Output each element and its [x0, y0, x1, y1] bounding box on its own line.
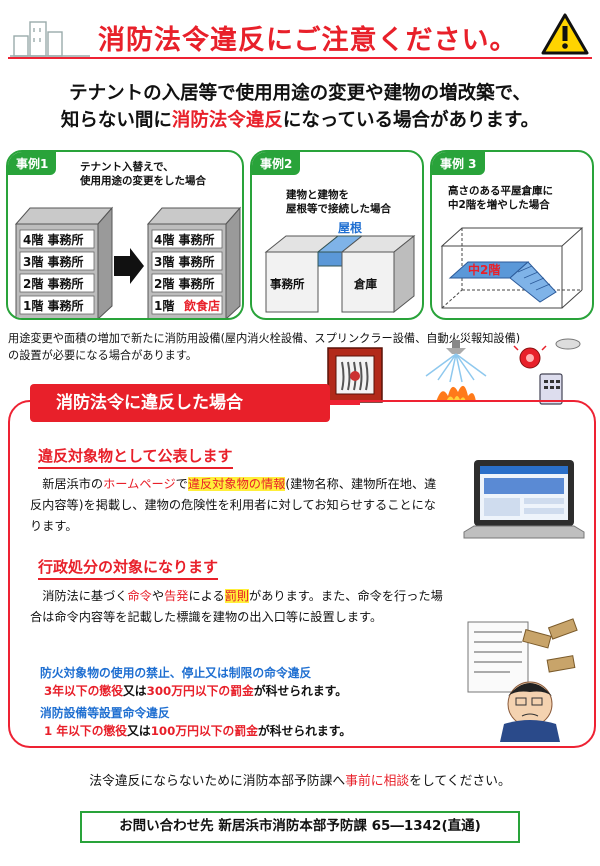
order-1-fine: 300万円以下の罰金	[146, 684, 254, 698]
publication-heading: 違反対象物として公表します	[38, 445, 233, 469]
fire-hydrant-cabinet-icon	[327, 347, 383, 403]
laptop-icon	[463, 460, 585, 539]
after-floor-1-restaurant: 飲食店	[183, 298, 220, 313]
order-1-or: 又は	[123, 684, 147, 698]
before-floor-4: 4階 事務所	[23, 232, 84, 247]
case-1-description: テナント入替えで、 使用用途の変更をした場合	[80, 160, 206, 188]
admin-text: や	[151, 589, 165, 603]
case-3-desc-line-2: 中2階を増やした場合	[448, 199, 550, 211]
case-1-desc-line-2: 使用用途の変更をした場合	[80, 175, 206, 187]
publication-paragraph: 新居浜市のホームページで違反対象物の情報(建物名称、建物所在地、違反内容等)を掲…	[30, 474, 448, 537]
order-2-suffix: が科せられます。	[257, 724, 352, 738]
note-line-1: 用途変更や面積の増加で新たに消防用設備(屋内消火栓設備、スプリンクラー設備、自動…	[8, 332, 521, 345]
roof-label: 屋根	[338, 220, 362, 235]
fire-alarm-icon	[513, 338, 581, 405]
case-2-tag: 事例2	[252, 152, 301, 175]
equipment-note: 用途変更や面積の増加で新たに消防用設備(屋内消火栓設備、スプリンクラー設備、自動…	[8, 330, 598, 364]
violation-info-highlight: 違反対象物の情報	[187, 477, 286, 491]
case-2-desc-line-2: 屋根等で接続した場合	[286, 203, 391, 215]
before-floor-3: 3階 事務所	[23, 254, 84, 269]
case-3-desc-line-1: 高さのある平屋倉庫に	[448, 185, 553, 197]
case-2-card: 事例2 建物と建物を 屋根等で接続した場合 屋根 事務所 倉庫	[250, 150, 424, 320]
case-2-illustration: 屋根 事務所 倉庫	[264, 220, 416, 314]
subtitle-line-2: 知らない間に消防法令違反になっている場合があります。	[0, 107, 600, 134]
order-violation-1: 防火対象物の使用の禁止、停止又は制限の命令違反 3年以下の懲役又は300万円以下…	[40, 664, 347, 700]
subtitle-text: になっている場合があります。	[282, 110, 540, 131]
case-1-illustration: 4階 事務所 3階 事務所 2階 事務所 1階 事務所 4階 事務所 3階 事務…	[14, 206, 242, 318]
case-3-illustration: 中2階	[440, 227, 584, 309]
note-line-2: の設置が必要になる場合があります。	[8, 349, 198, 362]
order-text: 命令	[127, 589, 152, 603]
page-header: 消防法令違反にご注意ください。	[0, 0, 600, 70]
accusation-text: 告発	[164, 589, 189, 603]
before-floor-2: 2階 事務所	[23, 276, 84, 291]
header-underline	[8, 57, 592, 59]
case-1-tag: 事例1	[8, 152, 57, 175]
publication-text: (建物名称、建物所在地、違反内容等)を掲載し、建物の危険性を利用者に対してお知ら…	[30, 477, 437, 533]
page-title: 消防法令違反にご注意ください。	[98, 25, 518, 56]
case-2-desc-line-1: 建物と建物を	[286, 189, 349, 201]
order-2-prison: 1 年以下の懲役	[44, 724, 128, 738]
worried-person-icon	[467, 618, 578, 742]
sprinkler-icon	[425, 340, 487, 402]
administrative-action-heading: 行政処分の対象になります	[38, 556, 219, 580]
warehouse-label: 倉庫	[353, 277, 377, 291]
contact-box: お問い合わせ先 新居浜市消防本部予防課 65―1342(直通)	[80, 811, 520, 843]
order-1-title: 防火対象物の使用の禁止、停止又は制限の命令違反	[40, 666, 312, 680]
case-2-description: 建物と建物を 屋根等で接続した場合	[286, 188, 391, 216]
order-1-suffix: が科せられます。	[253, 684, 348, 698]
publication-text: で	[175, 477, 188, 491]
case-1-desc-line-1: テナント入替えで、	[80, 161, 174, 173]
violation-tab-line	[330, 402, 360, 405]
after-floor-4: 4階 事務所	[154, 232, 215, 247]
consultation-text: 法令違反にならないために消防本部予防課へ	[89, 774, 346, 789]
consultation-text: をしてください。	[409, 774, 511, 789]
mezzanine-label: 中2階	[468, 262, 500, 277]
subtitle: テナントの入居等で使用用途の変更や建物の増改築で、 知らない間に消防法令違反にな…	[0, 80, 600, 134]
subtitle-line-1: テナントの入居等で使用用途の変更や建物の増改築で、	[69, 83, 531, 104]
subtitle-text: 知らない間に	[60, 110, 172, 131]
case-1-card: 事例1 テナント入替えで、 使用用途の変更をした場合 4階 事務所 3階 事務所	[6, 150, 244, 320]
order-violation-2: 消防設備等設置命令違反 1 年以下の懲役又は100万円以下の罰金が科せられます。	[40, 704, 351, 740]
building-icon	[10, 21, 90, 57]
violation-tab: 消防法令に違反した場合	[30, 384, 330, 422]
consultation-message: 法令違反にならないために消防本部予防課へ事前に相談をしてください。	[0, 770, 600, 789]
admin-text: による	[188, 589, 225, 603]
before-floor-1: 1階 事務所	[23, 298, 84, 313]
publication-text: 新居浜市の	[42, 477, 104, 491]
after-floor-1: 1階	[154, 298, 174, 313]
after-floor-2: 2階 事務所	[154, 276, 215, 291]
order-2-or: 又は	[127, 724, 151, 738]
office-label: 事務所	[270, 277, 305, 291]
after-floor-3: 3階 事務所	[154, 254, 215, 269]
consultation-emphasis: 事前に相談	[345, 774, 410, 789]
admin-text: があります。また、命令を行った場合は命令内容等を記載した標識を建物の出入口等に設…	[30, 589, 443, 624]
order-1-penalty: 3年以下の懲役又は300万円以下の罰金が科せられます。	[40, 682, 347, 700]
order-2-penalty: 1 年以下の懲役又は100万円以下の罰金が科せられます。	[40, 722, 351, 740]
case-3-description: 高さのある平屋倉庫に 中2階を増やした場合	[448, 184, 553, 212]
administrative-action-paragraph: 消防法に基づく命令や告発による罰則があります。また、命令を行った場合は命令内容等…	[30, 586, 448, 628]
penalty-highlight: 罰則	[224, 589, 250, 603]
homepage-text: ホームページ	[103, 477, 176, 491]
order-1-prison: 3年以下の懲役	[44, 684, 123, 698]
order-2-title: 消防設備等設置命令違反	[40, 706, 170, 720]
admin-text: 消防法に基づく	[42, 589, 128, 603]
order-2-fine: 100万円以下の罰金	[150, 724, 258, 738]
subtitle-emphasis: 消防法令違反	[171, 110, 283, 131]
warning-icon	[541, 13, 589, 55]
case-3-card: 事例 3 高さのある平屋倉庫に 中2階を増やした場合 中2階	[430, 150, 594, 320]
case-3-tag: 事例 3	[432, 152, 485, 175]
